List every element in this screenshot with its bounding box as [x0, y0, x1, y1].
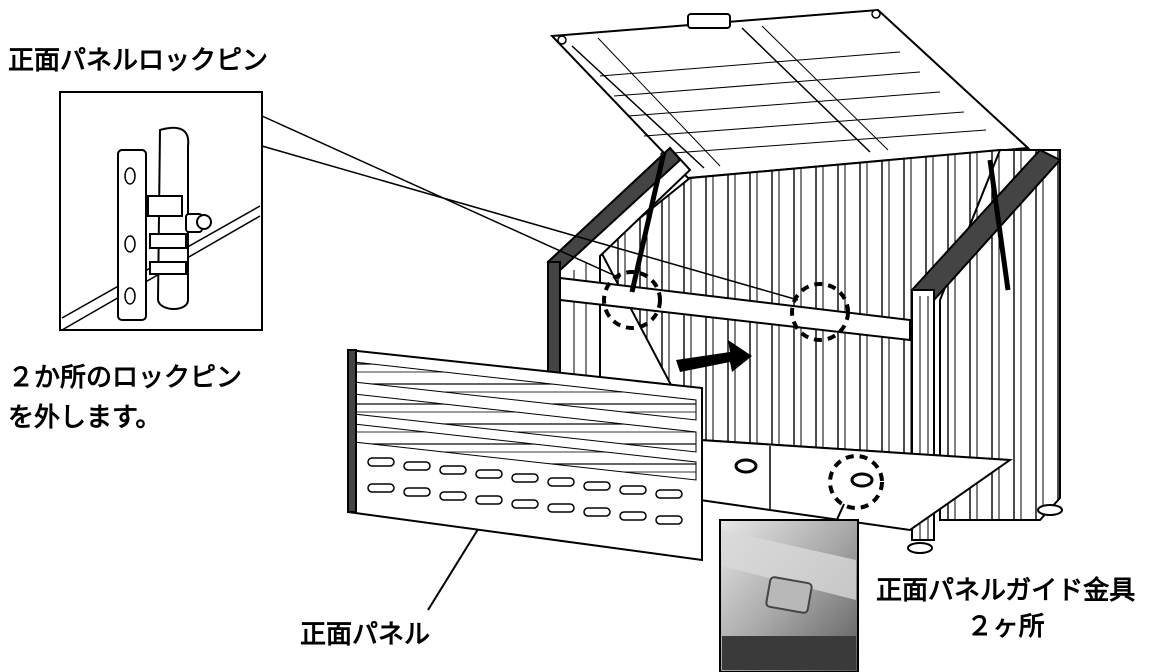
shed-lid: [549, 8, 1031, 180]
removal-arrow: [676, 340, 752, 372]
lid-hinge-left: [557, 35, 567, 45]
guide-bracket-photo: [719, 519, 859, 672]
lock-pin-inset: [59, 91, 263, 331]
remove-instruction: ２か所のロックピン を外します。: [8, 358, 242, 438]
shed-front-beam: [559, 276, 911, 342]
guide-circle: [828, 454, 884, 510]
front-panel-label: 正面パネル: [300, 620, 431, 650]
guide-bracket-label: 正面パネルガイド金具 ２ヶ所: [876, 573, 1135, 645]
lid-strut-left: [629, 151, 667, 293]
lid-hinge-right: [871, 9, 881, 19]
floor-guide-left: [734, 458, 758, 474]
guide-bracket-label-line1: 正面パネルガイド金具: [876, 576, 1136, 606]
front-panel: [347, 348, 703, 562]
lid-strut-right: [987, 159, 1011, 291]
lock-pin-circle-left: [602, 270, 662, 330]
lock-pin-label: 正面パネルロックピン: [8, 46, 269, 76]
foot-left: [907, 542, 933, 554]
foot-right: [1037, 504, 1063, 516]
remove-instruction-line2: を外します。: [8, 403, 162, 433]
remove-instruction-line1: ２か所のロックピン: [8, 363, 243, 393]
floor-guide-right: [850, 472, 874, 488]
guide-bracket-label-line2: ２ヶ所: [966, 612, 1045, 642]
lock-pin-circle-right: [790, 282, 850, 342]
